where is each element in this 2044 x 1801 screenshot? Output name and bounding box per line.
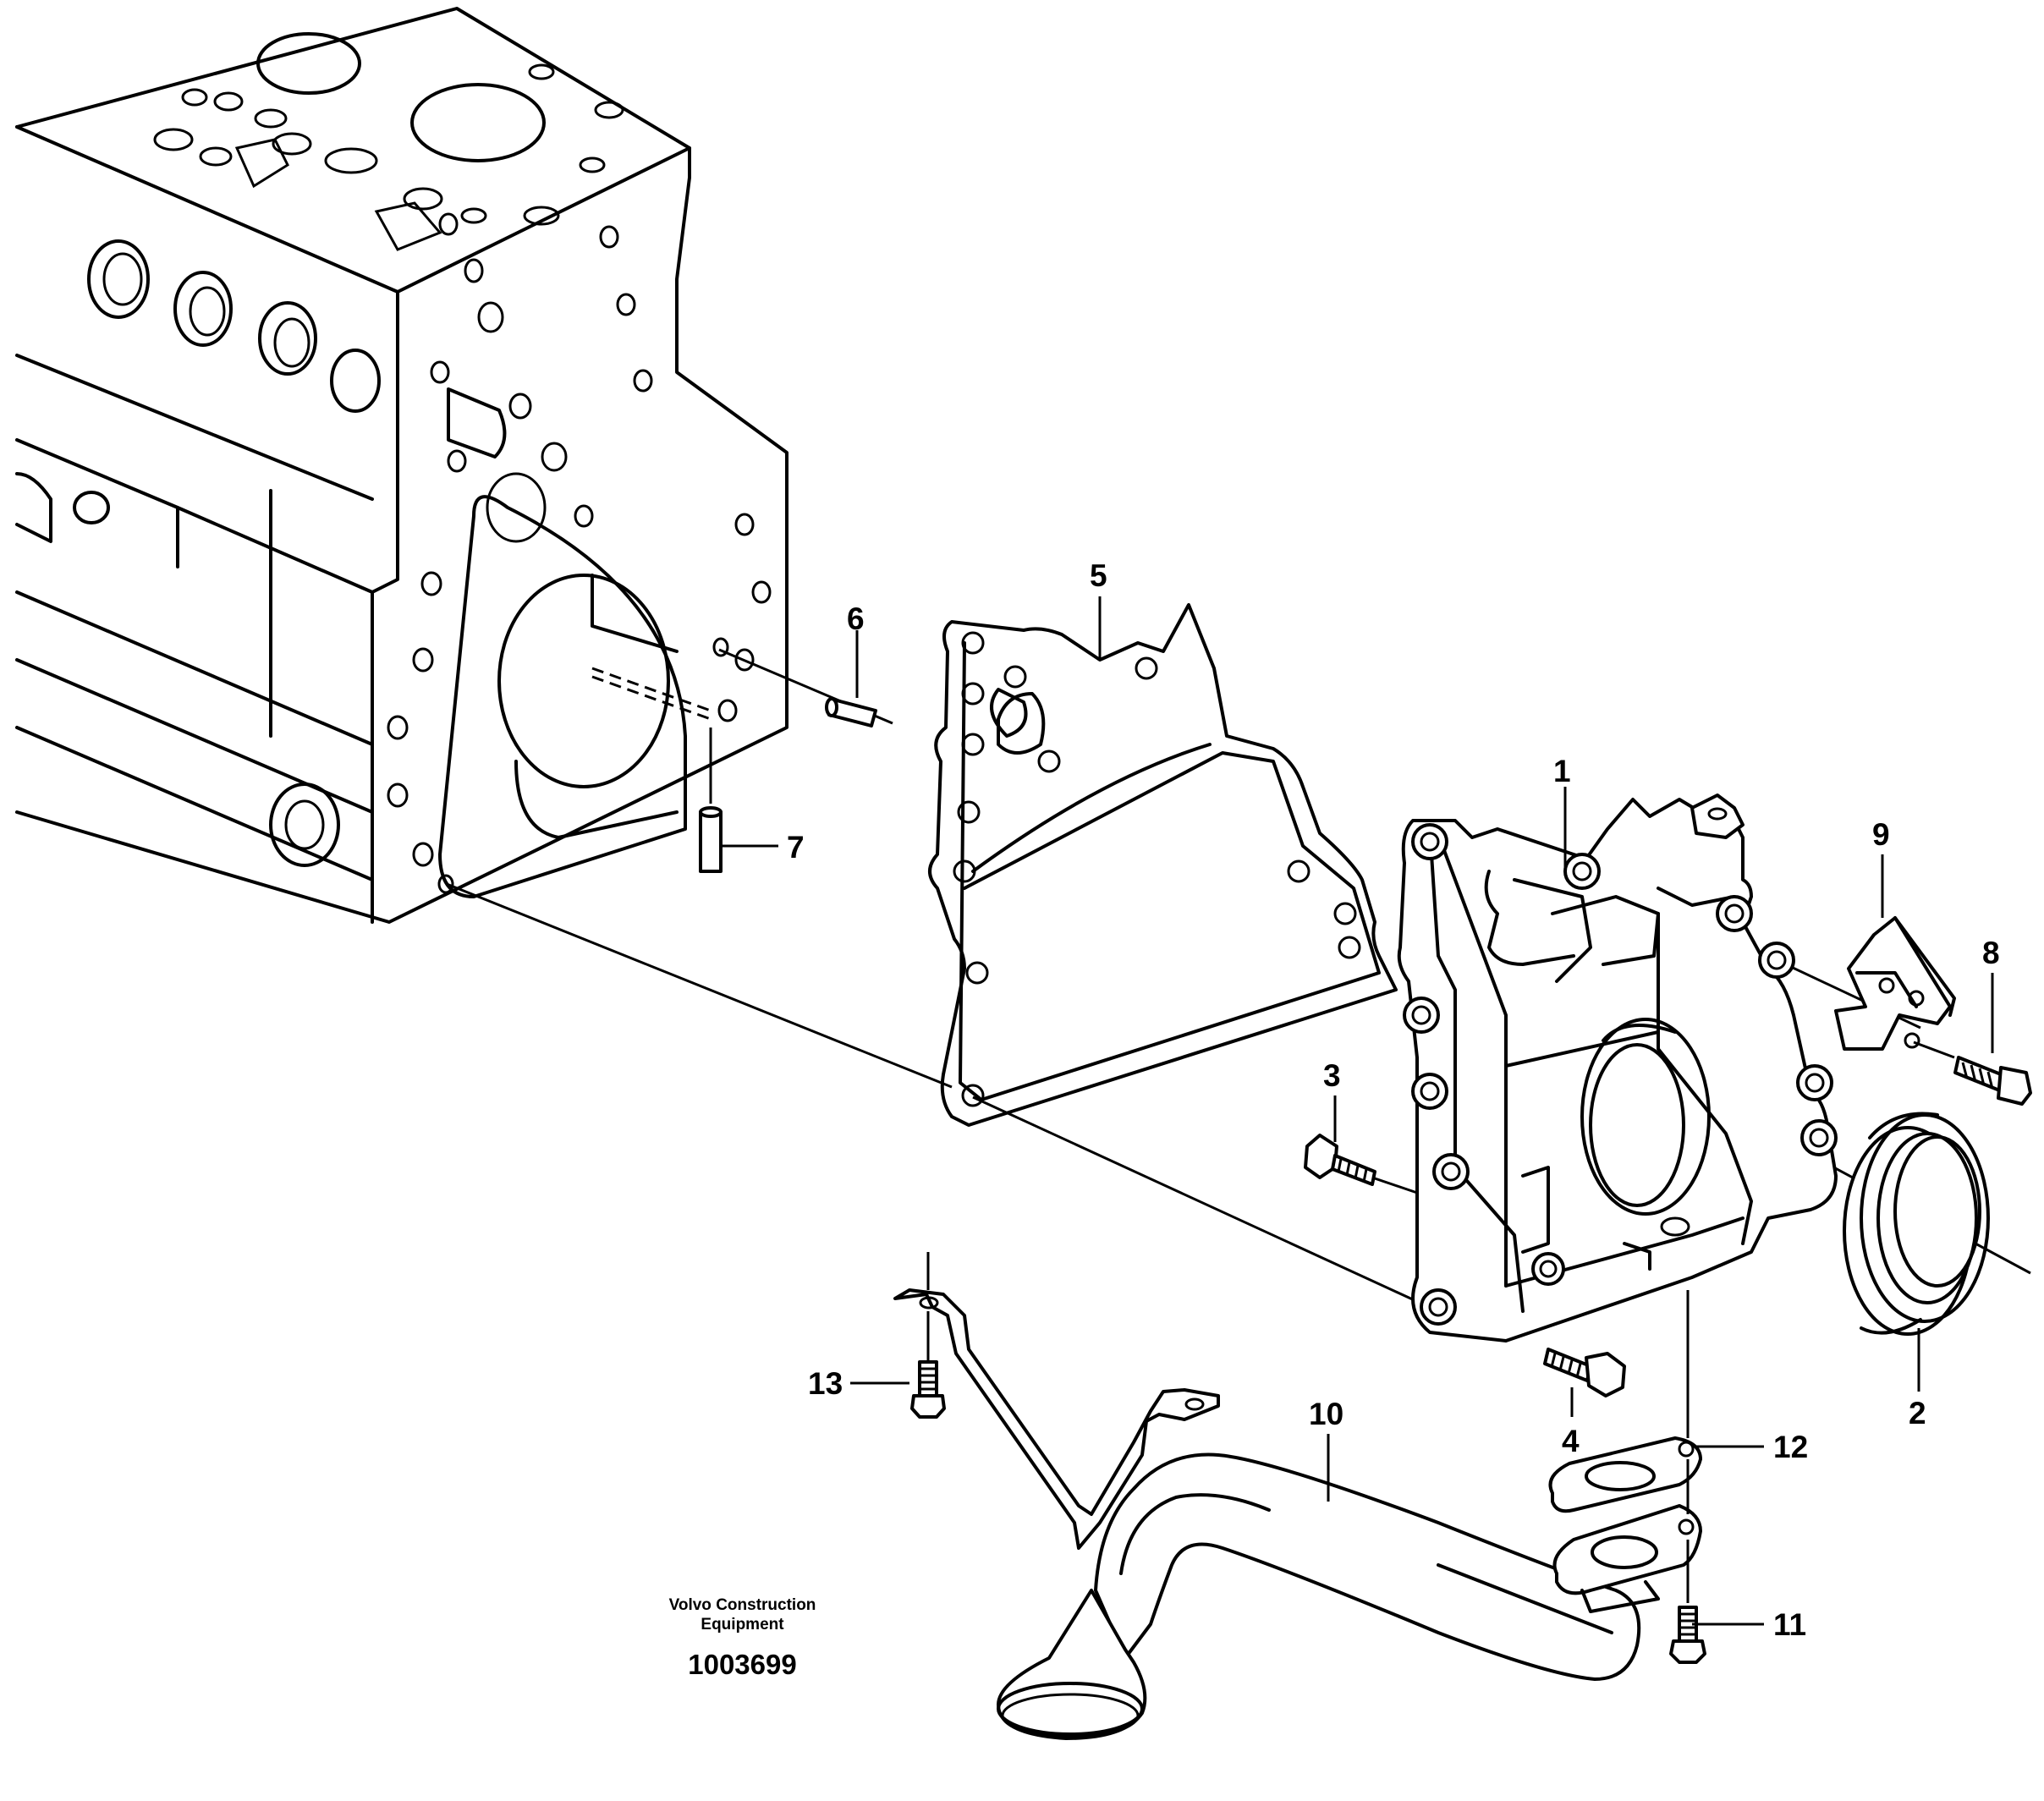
callout-5: 5 <box>1090 558 1107 593</box>
callout-2: 2 <box>1909 1396 1926 1430</box>
callout-9: 9 <box>1872 817 1890 852</box>
company-name-line1: Volvo Construction <box>668 1596 816 1614</box>
locating-pin <box>699 728 723 873</box>
engine-block <box>15 7 788 924</box>
callout-1: 1 <box>1553 754 1571 788</box>
callout-8: 8 <box>1982 936 2000 970</box>
oil-suction-pipe <box>893 1252 1702 1740</box>
bolt <box>910 1360 946 1419</box>
callout-4: 4 <box>1562 1424 1580 1458</box>
callout-leaders <box>719 596 1994 1626</box>
oil-seal <box>1843 1112 1990 1336</box>
bracket <box>1834 916 1956 1051</box>
dowel-pin <box>718 648 893 728</box>
callout-3: 3 <box>1323 1058 1341 1093</box>
company-name-line2: Equipment <box>701 1616 784 1634</box>
callout-12: 12 <box>1773 1430 1809 1464</box>
callout-11: 11 <box>1773 1607 1807 1642</box>
bolt <box>1913 1041 2032 1106</box>
callout-7: 7 <box>787 830 805 865</box>
bolt <box>1304 1134 1418 1194</box>
drawing-number: 1003699 <box>688 1649 797 1680</box>
company-caption: Volvo Construction Equipment <box>651 1595 833 1634</box>
callout-13: 13 <box>808 1366 843 1401</box>
assembly-line <box>446 882 953 1089</box>
bolt <box>1543 1348 1626 1397</box>
flange-gasket <box>1548 1290 1702 1603</box>
callout-6: 6 <box>847 601 865 636</box>
bolt <box>1669 1606 1706 1664</box>
callout-10: 10 <box>1309 1397 1344 1431</box>
gasket <box>928 603 1398 1127</box>
assembly-line <box>972 1095 1439 1313</box>
timing-cover <box>1397 793 1838 1343</box>
